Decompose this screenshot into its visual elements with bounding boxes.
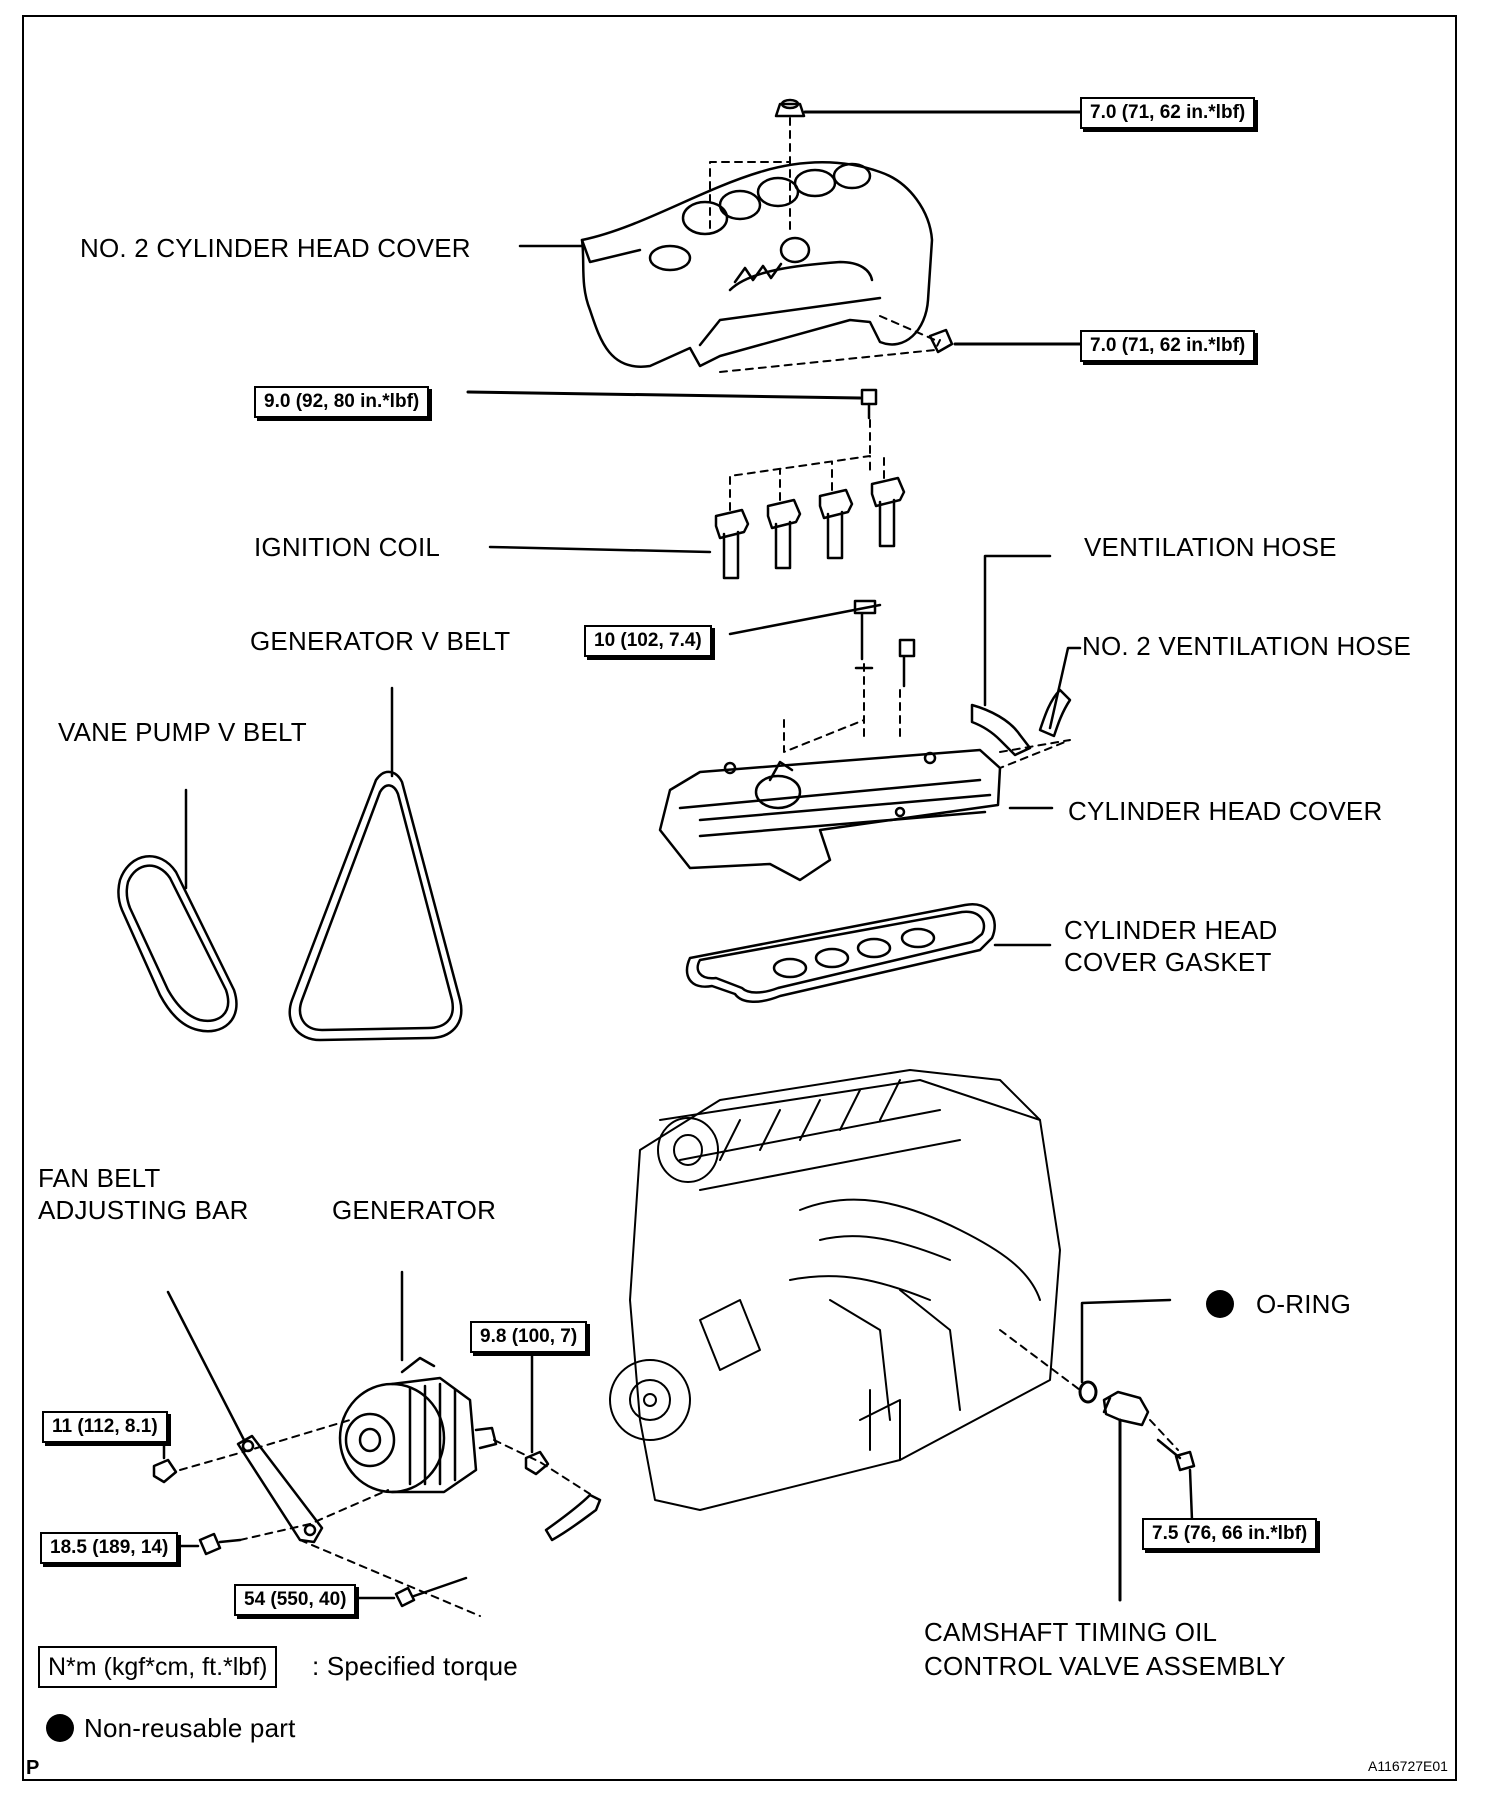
torque-adjusting-bar-nut: 11 (112, 8.1) xyxy=(42,1411,168,1443)
generator-drawing xyxy=(338,1356,498,1494)
torque-valve-bolt: 7.5 (76, 66 in.*lbf) xyxy=(1142,1518,1318,1550)
camshaft-timing-oil-control-valve-drawing xyxy=(1102,1390,1150,1427)
torque-no2-cover-side-nut: 7.0 (71, 62 in.*lbf) xyxy=(1080,330,1256,362)
corner-page-letter: P xyxy=(26,1757,40,1779)
label-cylinder-head-cover-gasket-line2: COVER GASKET xyxy=(1064,947,1272,977)
torque-adjusting-bar-bolt: 18.5 (189, 14) xyxy=(40,1532,179,1564)
vane-pump-v-belt-drawing xyxy=(117,855,238,1033)
label-fan-belt-line2: ADJUSTING BAR xyxy=(38,1195,249,1225)
no2-cover-side-nut xyxy=(928,328,954,354)
engine-block-drawing xyxy=(609,1069,1061,1511)
figure-code: A116727E01 xyxy=(1368,1758,1448,1774)
generator-terminal-nut-drawing xyxy=(524,1450,550,1476)
label-generator-v-belt: GENERATOR V BELT xyxy=(250,626,511,656)
label-no2-ventilation-hose: NO. 2 VENTILATION HOSE xyxy=(1082,631,1411,661)
cylinder-head-cover-gasket-drawing xyxy=(685,902,996,1003)
adjusting-bar-bolt-drawing xyxy=(198,1532,242,1556)
label-o-ring: O-RING xyxy=(1256,1289,1352,1319)
label-camshaft-valve-line1: CAMSHAFT TIMING OIL xyxy=(924,1617,1218,1647)
adjusting-bar-nut-drawing xyxy=(152,1458,178,1484)
torque-generator-bolt: 54 (550, 40) xyxy=(234,1584,357,1616)
label-generator: GENERATOR xyxy=(332,1195,497,1225)
torque-generator-terminal-nut: 9.8 (100, 7) xyxy=(470,1321,588,1353)
legend-torque-description: : Specified torque xyxy=(312,1651,518,1681)
legend-nonreusable-text: Non-reusable part xyxy=(84,1713,296,1743)
ignition-coil-drawing xyxy=(714,388,906,580)
o-ring-drawing xyxy=(1078,1380,1098,1404)
label-ventilation-hose: VENTILATION HOSE xyxy=(1084,532,1337,562)
cylinder-head-cover-drawing xyxy=(658,599,1002,882)
generator-v-belt-drawing xyxy=(288,770,463,1042)
label-no2-cylinder-head-cover: NO. 2 CYLINDER HEAD COVER xyxy=(80,233,471,263)
label-camshaft-valve-line2: CONTROL VALVE ASSEMBLY xyxy=(924,1651,1286,1681)
legend-torque-units: N*m (kgf*cm, ft.*lbf) xyxy=(38,1646,278,1688)
label-vane-pump-v-belt: VANE PUMP V BELT xyxy=(58,717,307,747)
torque-cylinder-head-cover-bolt: 10 (102, 7.4) xyxy=(584,625,712,657)
label-cylinder-head-cover-gasket-line1: CYLINDER HEAD xyxy=(1064,915,1278,945)
torque-no2-cover-top-nut: 7.0 (71, 62 in.*lbf) xyxy=(1080,97,1256,129)
ventilation-hoses-drawing xyxy=(970,688,1072,757)
generator-wire-drawing xyxy=(544,1493,602,1542)
no2-cover-top-nut xyxy=(774,98,806,118)
generator-bolt-drawing xyxy=(394,1576,468,1608)
fan-belt-adjusting-bar-drawing xyxy=(236,1434,324,1544)
diagram-frame xyxy=(22,15,1457,1781)
torque-ignition-coil-bolt: 9.0 (92, 80 in.*lbf) xyxy=(254,386,430,418)
valve-bolt-drawing xyxy=(1156,1438,1196,1472)
no2-cylinder-head-cover-drawing xyxy=(580,161,934,368)
label-cylinder-head-cover: CYLINDER HEAD COVER xyxy=(1068,796,1383,826)
label-ignition-coil: IGNITION COIL xyxy=(254,532,441,562)
label-fan-belt-line1: FAN BELT xyxy=(38,1163,161,1193)
o-ring-nonreusable-marker xyxy=(1206,1290,1234,1318)
legend-nonreusable-marker xyxy=(46,1714,74,1742)
